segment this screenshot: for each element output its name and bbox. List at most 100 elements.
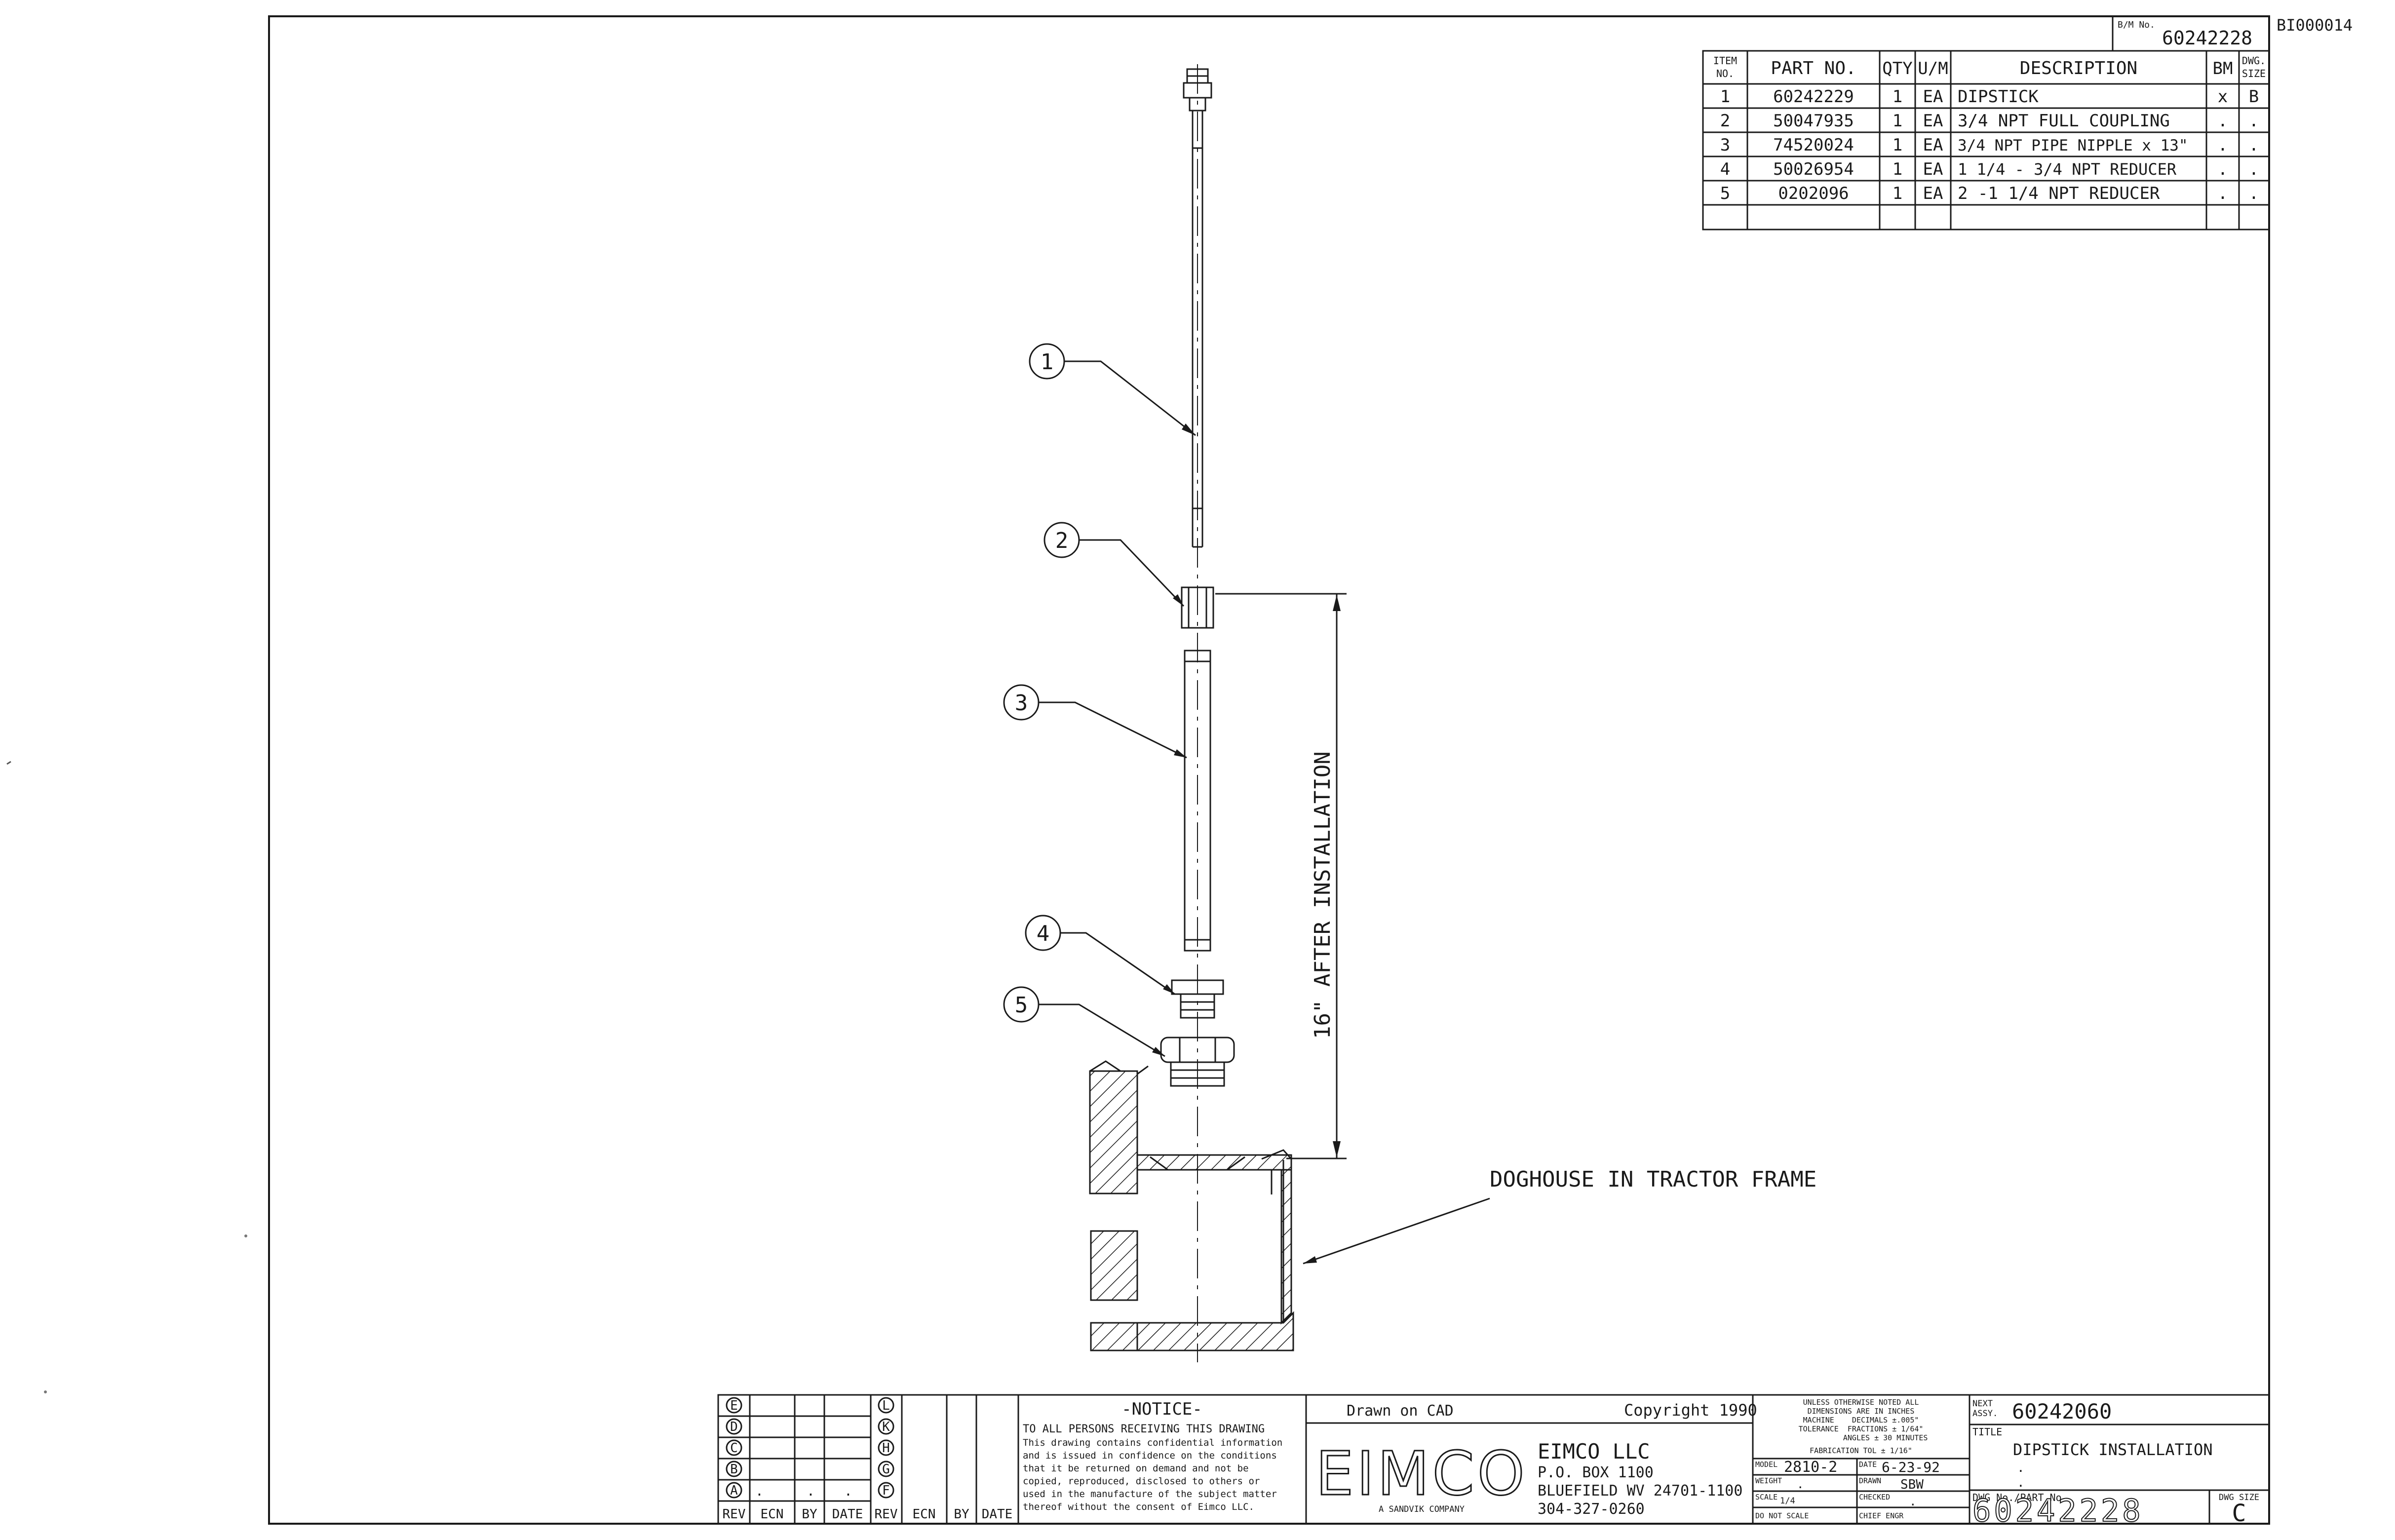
row-bm: . (2218, 184, 2228, 203)
company-po-box: P.O. BOX 1100 (1538, 1464, 1654, 1481)
row-um: EA (1923, 87, 1943, 107)
tolerance-line: UNLESS OTHERWISE NOTED ALL (1803, 1398, 1919, 1407)
dipstick (1183, 68, 1212, 548)
scan-mark (6, 761, 11, 765)
dimension-label: 16" AFTER INSTALLATION (1310, 751, 1335, 1039)
row-qty: 1 (1893, 135, 1902, 155)
footer-rev: REV (723, 1507, 746, 1522)
footer-ecn: ECN (761, 1507, 784, 1522)
tolerance-line: MACHINE DECIMALS ±.005" (1803, 1416, 1919, 1424)
row-dwg-size: . (2249, 159, 2259, 179)
drawing-border (268, 15, 2270, 1525)
footer-date-2: DATE (982, 1507, 1013, 1522)
header-description: DESCRIPTION (2020, 58, 2137, 78)
notice-line: This drawing contains confidential infor… (1023, 1437, 1282, 1448)
do-not-scale: DO NOT SCALE (1755, 1511, 1809, 1520)
revision-row-a-values: . . . (755, 1483, 852, 1499)
checked-label: CHECKED (1859, 1493, 1890, 1502)
scan-dot (44, 1390, 47, 1393)
balloon-3 (1003, 684, 1040, 721)
tolerance-line: ANGLES ± 30 MINUTES (1794, 1433, 1928, 1442)
bom-row-2: 2 50047935 1 EA 3/4 NPT FULL COUPLING . … (1720, 111, 2259, 131)
balloon-4-label: 4 (1037, 921, 1050, 946)
header-qty: QTY (1882, 59, 1912, 78)
weight-label: WEIGHT (1755, 1476, 1782, 1485)
balloon-5 (1003, 986, 1040, 1023)
rev-letter: C (730, 1441, 738, 1456)
doghouse-section (1089, 1060, 1294, 1351)
revision-letters-right: L K H G F (878, 1397, 894, 1499)
header-dwg-size: DWG.SIZE (2242, 55, 2266, 79)
document-code: BI000014 (2277, 16, 2353, 35)
rev-letter: D (730, 1420, 738, 1434)
notice-line: thereof without the consent of Eimco LLC… (1023, 1502, 1254, 1512)
row-dwg-size: . (2249, 184, 2259, 203)
rev-letter: L (882, 1398, 890, 1413)
footer-date: DATE (832, 1507, 863, 1522)
company-phone: 304-327-0260 (1538, 1501, 1645, 1518)
row-item: 4 (1720, 159, 1730, 179)
checked-value: . (1909, 1495, 1916, 1508)
footer-ecn-2: ECN (913, 1507, 936, 1522)
rev-letter: G (882, 1462, 890, 1477)
reducer-small (1171, 979, 1224, 1019)
drawn-on-cad: Drawn on CAD (1347, 1402, 1454, 1420)
rev-letter: E (730, 1398, 738, 1413)
revision-block: E D C B A L K H G F . . . REV ECN BY DAT… (717, 1394, 1019, 1525)
row-bm: . (2218, 111, 2228, 131)
row-description: 3/4 NPT PIPE NIPPLE x 13" (1958, 137, 2188, 154)
dwg-no-label: DWG No./PART No. (1972, 1492, 2068, 1503)
row-qty: 1 (1893, 159, 1902, 179)
scale-value: 1/4 (1780, 1496, 1795, 1506)
row-um: EA (1923, 159, 1943, 179)
drawn-label: DRAWN (1859, 1476, 1881, 1485)
balloon-3-label: 3 (1015, 691, 1028, 716)
row-bm: . (2218, 159, 2228, 179)
exploded-view: 16" AFTER INSTALLATION 1 2 3 4 (1003, 64, 1816, 1362)
drawn-value: SBW (1900, 1477, 1924, 1492)
bom-table (1702, 50, 2270, 231)
rev-letter: B (730, 1462, 738, 1477)
row-description: 2 -1 1/4 NPT REDUCER (1958, 184, 2160, 203)
leaders (1039, 360, 1490, 1265)
rev-letter: A (730, 1483, 738, 1498)
company-block: Drawn on CAD Copyright 1990 EIMCO A SAND… (1305, 1394, 1757, 1525)
row-bm: . (2218, 135, 2228, 155)
revision-letters-left: E D C B A (726, 1397, 742, 1499)
row-um: EA (1923, 135, 1943, 155)
tolerance-block: UNLESS OTHERWISE NOTED ALL DIMENSIONS AR… (1752, 1394, 1970, 1525)
balloon-2-label: 2 (1055, 528, 1069, 553)
bm-number-label: B/M No. (2118, 20, 2155, 30)
bom-row-4: 4 50026954 1 EA 1 1/4 - 3/4 NPT REDUCER … (1720, 159, 2259, 179)
row-part-no: 74520024 (1773, 135, 1854, 155)
row-item: 3 (1720, 135, 1730, 155)
bom-row-5: 5 0202096 1 EA 2 -1 1/4 NPT REDUCER . . (1720, 184, 2259, 203)
header-bm: BM (2213, 59, 2233, 78)
notice-line: that it be returned on demand and not be (1023, 1463, 1249, 1474)
tolerance-line: DIMENSIONS ARE IN INCHES (1808, 1407, 1915, 1416)
rev-letter: H (882, 1441, 890, 1456)
balloon-1 (1029, 343, 1065, 380)
tolerance-line: TOLERANCE FRACTIONS ± 1/64" (1799, 1424, 1924, 1433)
copyright: Copyright 1990 (1624, 1401, 1757, 1420)
row-description: 3/4 NPT FULL COUPLING (1958, 111, 2170, 131)
company-city: BLUEFIELD WV 24701-1100 (1538, 1482, 1742, 1500)
logo-tagline: A SANDVIK COMPANY (1379, 1504, 1465, 1514)
row-part-no: 60242229 (1773, 87, 1854, 107)
notice-line: and is issued in confidence on the condi… (1023, 1450, 1277, 1461)
coupling (1181, 586, 1214, 629)
rev-a-ecn: . (755, 1483, 764, 1499)
installation-dimension: 16" AFTER INSTALLATION (1215, 593, 1347, 1159)
row-um: EA (1923, 184, 1943, 203)
row-qty: 1 (1893, 184, 1902, 203)
eimco-logo: EIMCO A SANDVIK COMPANY (1315, 1438, 1526, 1515)
balloon-1-label: 1 (1041, 349, 1054, 375)
frame-callout: DOGHOUSE IN TRACTOR FRAME (1490, 1167, 1816, 1192)
balloon-5-label: 5 (1015, 993, 1028, 1018)
dwg-no-value: 60242228 (1972, 1493, 2144, 1529)
item-balloons: 1 2 3 4 5 (1003, 343, 1080, 1023)
